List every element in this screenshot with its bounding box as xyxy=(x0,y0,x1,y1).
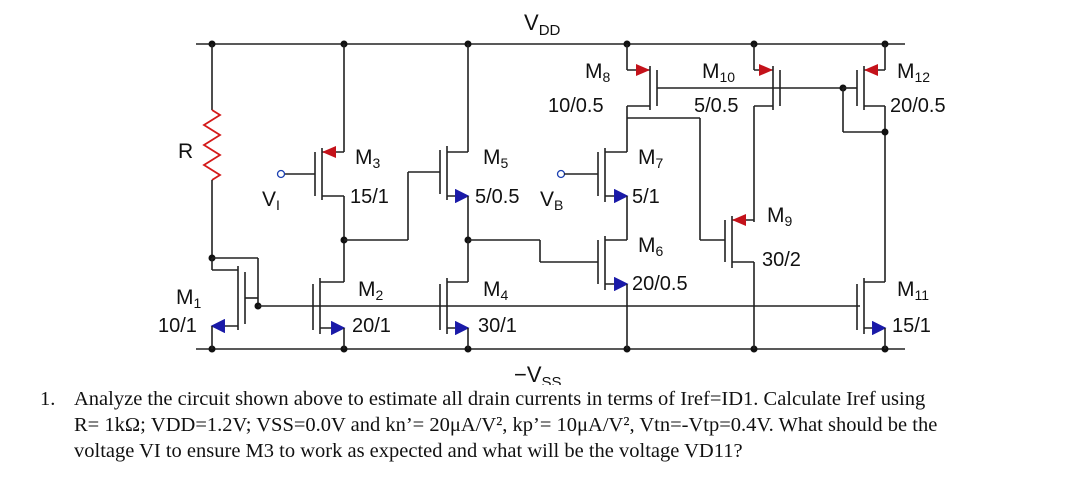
m10-transistor xyxy=(753,44,847,222)
m11-label: M11 xyxy=(897,278,929,303)
m7-size: 5/1 xyxy=(632,186,660,208)
m1-size: 10/1 xyxy=(158,315,197,337)
m8-transistor xyxy=(626,44,780,118)
m10-label: M10 xyxy=(702,60,735,85)
vb-label: VB xyxy=(540,188,563,213)
m2-label: M2 xyxy=(358,278,384,303)
m12-size: 20/0.5 xyxy=(890,95,946,117)
m3-size: 15/1 xyxy=(350,186,389,208)
m2-size: 20/1 xyxy=(352,315,391,337)
m5-size: 5/0.5 xyxy=(475,186,519,208)
m9-transistor xyxy=(627,117,755,349)
m4-size: 30/1 xyxy=(478,315,517,337)
resistor-r xyxy=(202,44,222,262)
circuit-diagram: VDD −VSS R M1 10/1 M2 xyxy=(158,10,946,385)
m6-label: M6 xyxy=(638,234,664,259)
m5-transistor xyxy=(407,44,472,244)
resistor-label: R xyxy=(178,140,193,163)
m1-label: M1 xyxy=(176,286,202,311)
m12-transistor xyxy=(842,44,889,282)
m11-size: 15/1 xyxy=(892,315,931,337)
question-line-3: voltage VI to ensure M3 to work as expec… xyxy=(74,440,743,462)
vss-label: −VSS xyxy=(514,362,562,385)
m4-label: M4 xyxy=(483,278,509,303)
m6-size: 20/0.5 xyxy=(632,273,688,295)
question-number: 1. xyxy=(40,388,56,410)
vb-input-pin xyxy=(556,169,566,179)
m5-label: M5 xyxy=(483,146,509,171)
m4-transistor xyxy=(439,240,470,349)
question-line-1: 1. Analyze the circuit shown above to est… xyxy=(40,386,1070,412)
vdd-label: VDD xyxy=(524,10,561,39)
m3-transistor xyxy=(276,44,408,244)
m11-transistor xyxy=(856,278,887,349)
m9-size: 30/2 xyxy=(762,249,801,271)
m10-size: 5/0.5 xyxy=(694,95,738,117)
question-line-1-text: Analyze the circuit shown above to estim… xyxy=(74,388,926,410)
m12-label: M12 xyxy=(897,60,930,85)
vi-input-pin xyxy=(276,169,286,179)
vdd-rail xyxy=(196,40,905,48)
m2-transistor xyxy=(312,240,346,349)
m8-size: 10/0.5 xyxy=(548,95,604,117)
m8-label: M8 xyxy=(585,60,611,85)
question-line-2: R= 1kΩ; VDD=1.2V; VSS=0.0V and kn’= 20μA… xyxy=(74,414,938,436)
m6-transistor xyxy=(597,236,629,349)
question-text: 1. Analyze the circuit shown above to est… xyxy=(40,386,1070,464)
m7-label: M7 xyxy=(638,146,664,171)
m7-transistor xyxy=(556,118,629,240)
vi-label: VI xyxy=(262,188,280,213)
m3-label: M3 xyxy=(355,146,381,171)
vss-rail xyxy=(196,345,905,353)
m1-transistor xyxy=(210,257,262,349)
m9-label: M9 xyxy=(767,204,793,229)
